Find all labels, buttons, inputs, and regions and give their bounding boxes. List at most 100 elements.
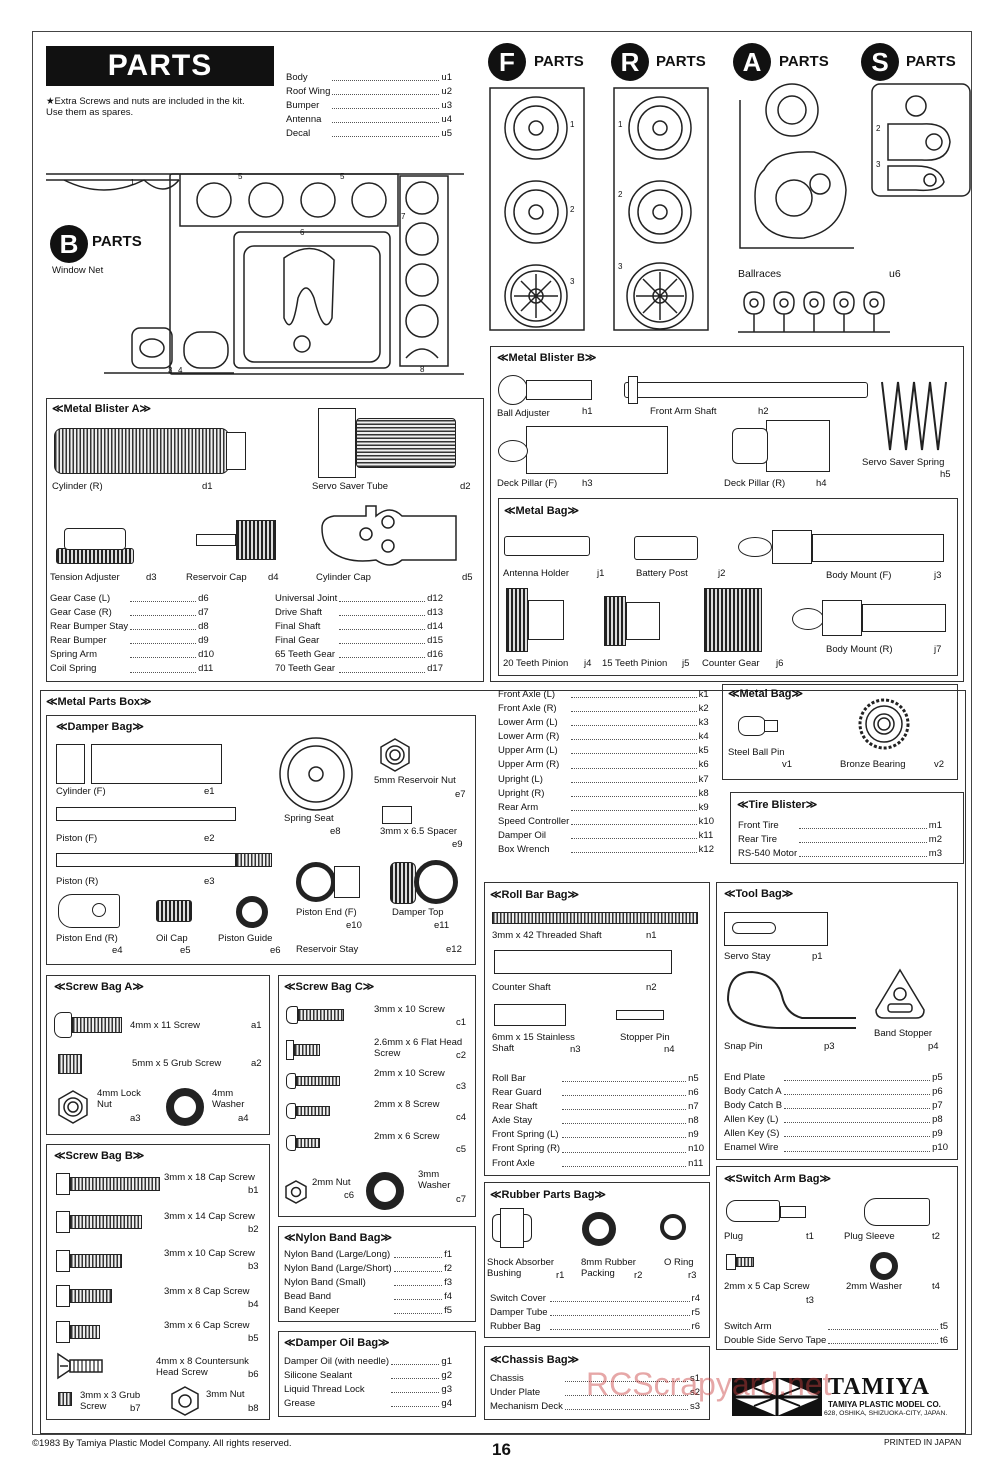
list-item-name: Rear Bumper Stay xyxy=(50,621,129,633)
list-item-name: RS-540 Motor xyxy=(738,848,798,860)
plug-sleeve-label: Plug Sleeve xyxy=(844,1231,895,1242)
leader-dots xyxy=(130,592,197,603)
front-arm-shaft-label: Front Arm Shaft xyxy=(650,406,717,417)
list-item-code: d9 xyxy=(198,635,209,647)
list-item-name: Chassis xyxy=(490,1373,524,1384)
list-item-name: Rear Shaft xyxy=(492,1101,538,1113)
reservoir-nut-label: 5mm Reservoir Nut xyxy=(374,775,456,786)
cap-screw-2x5-head xyxy=(726,1254,736,1270)
sprue-num-5b: 5 xyxy=(340,172,345,181)
list-item-code: d10 xyxy=(198,649,214,661)
list-item-name: Front Spring (R) xyxy=(492,1143,561,1155)
list-item-code: f5 xyxy=(444,1305,452,1317)
list-item-name: Coil Spring xyxy=(50,663,97,675)
page-frame xyxy=(32,31,972,1435)
grub-screw-3x3-code: b7 xyxy=(130,1403,141,1414)
cap-screw-3x8-label: 3mm x 8 Cap Screw xyxy=(164,1286,250,1297)
leader-dots xyxy=(549,1292,690,1303)
counter-gear-label: Counter Gear xyxy=(702,658,760,669)
ballraces-sprue xyxy=(738,291,890,333)
cap-screw-2x5-part xyxy=(736,1257,754,1267)
piston-end-r-part xyxy=(58,894,120,928)
tamiya-star-icon xyxy=(732,1378,822,1416)
piston-guide-code: e6 xyxy=(270,945,281,956)
servo-stay-label: Servo Stay xyxy=(724,951,771,962)
list-item-code: n9 xyxy=(688,1129,699,1141)
tool-bag-title: ≪Tool Bag≫ xyxy=(724,888,794,900)
a-parts-word: PARTS xyxy=(779,53,829,70)
leader-dots xyxy=(130,648,197,659)
sprue-num-4: 4 xyxy=(178,366,183,375)
list-item-name: Bead Band xyxy=(284,1291,332,1303)
list-item-code: m3 xyxy=(928,848,942,860)
screw-2x10-code: c3 xyxy=(456,1081,467,1092)
screw-2x6-code: c5 xyxy=(456,1144,467,1155)
leader-dots xyxy=(562,1128,687,1139)
list-item-name: Front Spring (L) xyxy=(492,1129,559,1141)
o-ring-label: O Ring xyxy=(664,1257,694,1268)
washer-2mm-part xyxy=(870,1252,898,1280)
deck-pillar-r-stem xyxy=(732,428,768,464)
cylinder-r-part-cap xyxy=(226,432,246,470)
list-item-name: Decal xyxy=(286,128,311,140)
leader-dots xyxy=(339,648,426,659)
servo-stay-code: p1 xyxy=(812,951,823,962)
washer-4mm-label: 4mm Washer xyxy=(212,1088,245,1111)
copyright: ©1983 By Tamiya Plastic Model Company. A… xyxy=(32,1438,292,1449)
cylinder-f-part xyxy=(56,744,222,784)
list-item-code: g1 xyxy=(441,1356,452,1367)
15-teeth-pinion-label: 15 Teeth Pinion xyxy=(602,658,668,669)
list-item-name: Drive Shaft xyxy=(275,607,322,619)
tension-adjuster-label: Tension Adjuster xyxy=(50,572,120,583)
cylinder-r-label: Cylinder (R) xyxy=(52,481,103,492)
cap-screw-2x5-label: 2mm x 5 Cap Screw xyxy=(724,1281,810,1292)
deck-pillar-f-code: h3 xyxy=(582,478,593,489)
leader-dots xyxy=(393,1248,443,1259)
screw-2x8-code: c4 xyxy=(456,1112,467,1123)
battery-post-code: j2 xyxy=(718,568,726,579)
reservoir-nut-code: e7 xyxy=(455,789,466,800)
deck-pillar-r-code: h4 xyxy=(816,478,827,489)
stopper-pin-code: n4 xyxy=(664,1044,675,1055)
cap-screw-3x18-part xyxy=(70,1177,160,1191)
ball-adjuster-body xyxy=(526,380,592,400)
15-teeth-pinion-hub xyxy=(626,602,660,640)
grub-screw-5x5-label: 5mm x 5 Grub Screw xyxy=(132,1058,222,1069)
list-item-code: k2 xyxy=(698,703,709,715)
plug-part xyxy=(726,1200,780,1222)
flat-head-screw-label: 2.6mm x 6 Flat Head Screw xyxy=(374,1037,463,1060)
list-item-name: Final Gear xyxy=(275,635,320,647)
metal-bag-v-title: ≪Metal Bag≫ xyxy=(728,688,803,700)
rubber-packing-part xyxy=(582,1212,616,1246)
ball-adjuster-code: h1 xyxy=(582,406,593,417)
metal-blister-a-title: ≪Metal Blister A≫ xyxy=(52,403,152,415)
list-item-name: Speed Controller xyxy=(498,815,570,827)
nut-2mm-label: 2mm Nut xyxy=(312,1177,351,1188)
list-item-code: k3 xyxy=(698,717,709,729)
s-num-3: 3 xyxy=(876,160,881,169)
nut-3mm-label: 3mm Nut xyxy=(206,1389,245,1400)
list-item-code: s3 xyxy=(689,1401,700,1413)
servo-saver-tube-label: Servo Saver Tube xyxy=(312,481,389,492)
antenna-holder-code: j1 xyxy=(597,568,605,579)
list-item-code: p5 xyxy=(932,1072,943,1083)
list-item-name: Roll Bar xyxy=(492,1073,526,1084)
front-arm-shaft-part xyxy=(624,382,868,398)
list-item-code: t6 xyxy=(940,1335,948,1347)
battery-post-part xyxy=(634,536,698,560)
list-item-code: r5 xyxy=(691,1307,700,1319)
threaded-shaft-code: n1 xyxy=(646,930,657,941)
list-item-name: Roof Wing xyxy=(286,86,331,98)
threaded-shaft-label: 3mm x 42 Threaded Shaft xyxy=(492,930,602,941)
list-item-code: g4 xyxy=(441,1398,452,1410)
list-item-code: t5 xyxy=(940,1321,948,1332)
leader-dots xyxy=(130,606,197,617)
body-mount-r-code: j7 xyxy=(934,644,942,655)
list-item-code: d11 xyxy=(198,663,214,675)
plug-sleeve-code: t2 xyxy=(932,1231,940,1242)
servo-saver-tube-part xyxy=(318,408,356,478)
leader-dots xyxy=(391,1355,440,1366)
leader-dots xyxy=(784,1113,931,1124)
band-stopper-code: p4 xyxy=(928,1041,939,1052)
